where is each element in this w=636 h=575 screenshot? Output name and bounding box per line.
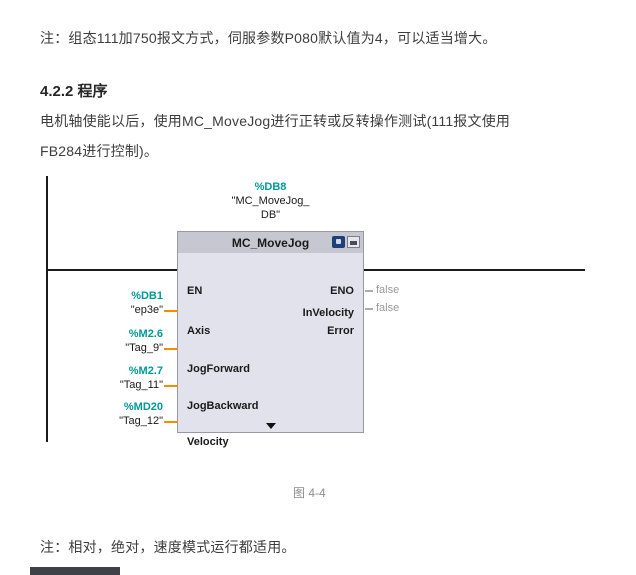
clipped-footer-bar [30,567,120,575]
block-body: EN ENO InVelocity Error Axis JogForward … [177,253,364,448]
operand-jogbackward-tag: "Tag_11" [119,379,163,391]
operand-jogforward-tag: "Tag_9" [125,342,163,354]
figure-caption: 图 4-4 [293,486,326,500]
operand-jogforward-address: %M2.6 [128,328,163,340]
block-header-icons [332,236,360,248]
instance-db-label: %DB8 "MC_MoveJog_ DB" [177,180,364,222]
operand-velocity-address: %MD20 [123,401,163,413]
operand-jogbackward: %M2.7 "Tag_11" [40,364,163,392]
note-top: 注：组态111加750报文方式，伺服参数P080默认值为4，可以适当增大。 [40,30,497,46]
stub-axis [164,310,178,312]
paragraph-line2: FB284进行控制)。 [40,143,159,159]
mc-movejog-block: MC_MoveJog EN ENO InVelocity Error Axis … [177,231,364,448]
operand-velocity-tag: "Tag_12" [119,415,163,427]
power-rail [46,176,48,442]
block-display-toggle-icon [347,236,360,248]
stub-jogbackward [164,385,178,387]
invelocity-value: false [376,284,400,296]
en-wire [46,269,177,271]
operand-axis-address: %DB1 [131,290,163,302]
instance-db-address: %DB8 [254,181,287,193]
output-error: Error [327,325,354,337]
paragraph-line1: 电机轴使能以后，使用MC_MoveJog进行正转或反转操作测试(111报文使用 [40,113,511,129]
operand-velocity: %MD20 "Tag_12" [40,400,163,428]
note-bottom: 注：相对，绝对，速度模式运行都适用。 [40,539,296,555]
input-jogforward: JogForward [187,363,250,375]
section-heading: 4.2.2 程序 [40,83,108,100]
operand-jogforward: %M2.6 "Tag_9" [40,327,163,355]
operand-axis-tag: "ep3e" [130,304,163,316]
en-label: EN [187,285,203,297]
collapse-triangle-icon [265,423,276,429]
block-title-bar: MC_MoveJog [177,231,364,255]
operand-jogbackward-address: %M2.7 [128,365,163,377]
block-title: MC_MoveJog [231,236,310,250]
instance-db-name-line1: "MC_MoveJog_ [231,195,310,207]
eno-label: ENO [330,285,354,297]
error-value-dash [365,308,373,310]
stub-velocity [164,421,178,423]
stub-jogforward [164,348,178,350]
invelocity-value-dash [365,290,373,292]
snapshot-icon [332,236,345,248]
eno-wire [363,269,585,271]
output-invelocity: InVelocity [302,307,354,319]
input-velocity: Velocity [187,436,229,448]
operand-axis: %DB1 "ep3e" [40,289,163,317]
input-jogbackward: JogBackward [187,400,259,412]
error-value: false [376,302,400,314]
input-axis: Axis [187,325,211,337]
instance-db-name-line2: DB" [260,209,281,221]
